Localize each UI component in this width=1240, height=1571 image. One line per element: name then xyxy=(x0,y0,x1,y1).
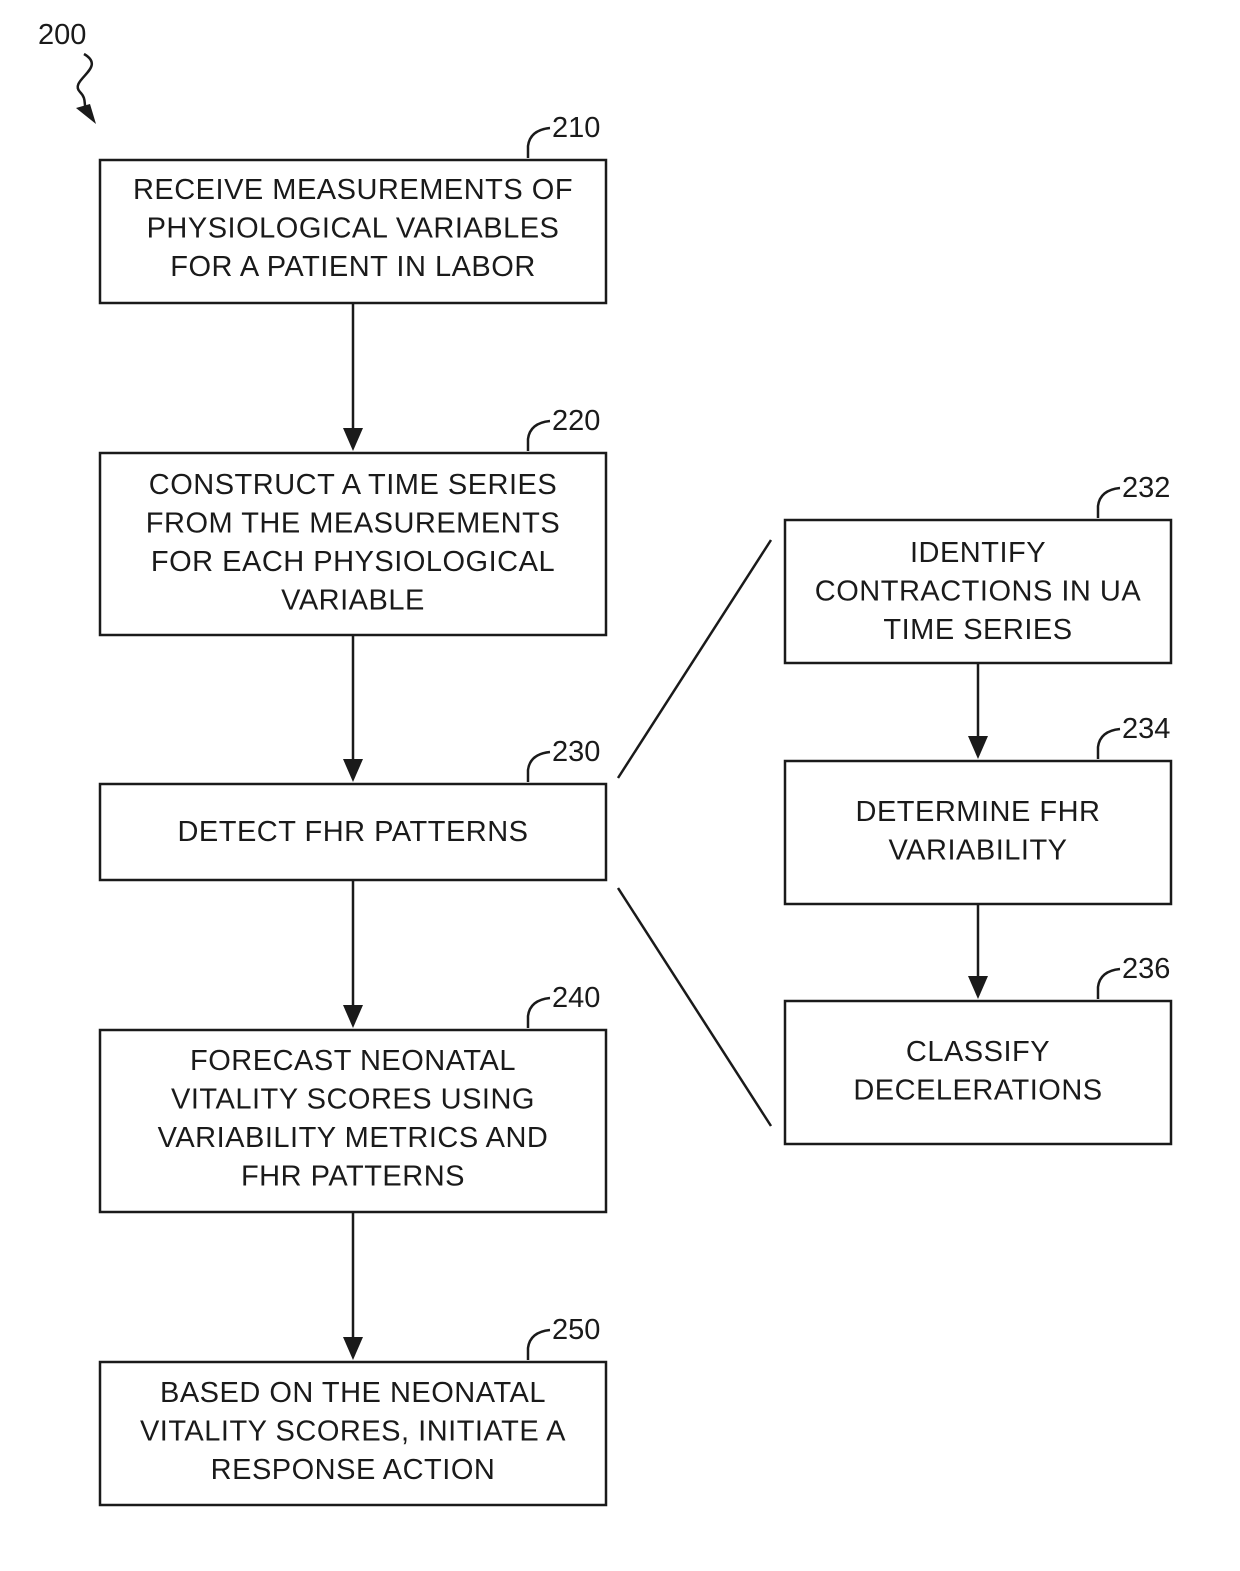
expansion-line-top xyxy=(618,540,771,778)
arrow-220-to-230 xyxy=(343,635,363,782)
box-text-line: BASED ON THE NEONATAL xyxy=(160,1377,546,1409)
step-box-240: FORECAST NEONATAL VITALITY SCORES USING VA… xyxy=(100,1030,606,1212)
ref-label-220: 220 xyxy=(552,405,600,437)
box-text-line: CLASSIFY xyxy=(906,1036,1050,1068)
step-box-236: CLASSIFY DECELERATIONS xyxy=(785,1001,1171,1144)
ref-label-210: 210 xyxy=(552,112,600,144)
ref-leader-220: 220 xyxy=(528,405,600,451)
step-box-250: BASED ON THE NEONATAL VITALITY SCORES, IN… xyxy=(100,1362,606,1505)
box-text-line: CONSTRUCT A TIME SERIES xyxy=(149,469,557,501)
box-text-line: VARIABILITY METRICS AND xyxy=(158,1122,549,1154)
box-text-line: FROM THE MEASUREMENTS xyxy=(146,508,560,540)
ref-leader-230: 230 xyxy=(528,736,600,782)
arrow-210-to-220 xyxy=(343,303,363,451)
step-box-210: RECEIVE MEASUREMENTS OF PHYSIOLOGICAL VAR… xyxy=(100,160,606,303)
box-text-line: IDENTIFY xyxy=(910,537,1046,569)
arrow-234-to-236 xyxy=(968,904,988,999)
ref-leader-236: 236 xyxy=(1098,953,1170,999)
step-box-230: DETECT FHR PATTERNS xyxy=(100,784,606,880)
arrow-230-to-240 xyxy=(343,880,363,1028)
box-text-line: VITALITY SCORES, INITIATE A xyxy=(140,1416,566,1448)
ref-label-230: 230 xyxy=(552,736,600,768)
box-text-line: TIME SERIES xyxy=(883,614,1072,646)
box-text-line: DETERMINE FHR xyxy=(856,796,1101,828)
step-box-210-text: RECEIVE MEASUREMENTS OF PHYSIOLOGICAL VAR… xyxy=(133,174,573,283)
step-box-220: CONSTRUCT A TIME SERIES FROM THE MEASUREM… xyxy=(100,453,606,635)
box-text-line: FOR EACH PHYSIOLOGICAL xyxy=(151,546,555,578)
ref-label-236: 236 xyxy=(1122,953,1170,985)
ref-label-250: 250 xyxy=(552,1314,600,1346)
box-text-line: VARIABLE xyxy=(281,585,425,617)
box-text-line: FHR PATTERNS xyxy=(241,1161,465,1193)
ref-label-232: 232 xyxy=(1122,472,1170,504)
arrow-232-to-234 xyxy=(968,663,988,759)
ref-label-240: 240 xyxy=(552,982,600,1014)
ref-leader-240: 240 xyxy=(528,982,600,1028)
ref-leader-234: 234 xyxy=(1098,713,1170,759)
step-box-232: IDENTIFY CONTRACTIONS IN UA TIME SERIES xyxy=(785,520,1171,663)
figure-ref-arrowhead xyxy=(76,104,96,124)
ref-leader-250: 250 xyxy=(528,1314,600,1360)
box-text-line: RECEIVE MEASUREMENTS OF xyxy=(133,174,573,206)
box-text-line: VITALITY SCORES USING xyxy=(171,1084,535,1116)
box-text-line: PHYSIOLOGICAL VARIABLES xyxy=(147,213,560,245)
box-text-line: DECELERATIONS xyxy=(853,1075,1102,1107)
ref-leader-210: 210 xyxy=(528,112,600,158)
figure-ref-squiggle xyxy=(78,54,92,112)
step-box-234: DETERMINE FHR VARIABILITY xyxy=(785,761,1171,904)
ref-leader-232: 232 xyxy=(1098,472,1170,518)
box-text-line: RESPONSE ACTION xyxy=(211,1454,496,1486)
box-text-line: FORECAST NEONATAL xyxy=(190,1045,516,1077)
figure-ref-label: 200 xyxy=(38,19,86,51)
expansion-line-bottom xyxy=(618,888,771,1126)
box-text-line: CONTRACTIONS IN UA xyxy=(815,576,1142,608)
box-text-line: FOR A PATIENT IN LABOR xyxy=(170,251,536,283)
box-text-line: DETECT FHR PATTERNS xyxy=(177,816,528,848)
step-box-230-text: DETECT FHR PATTERNS xyxy=(177,816,528,848)
box-text-line: VARIABILITY xyxy=(888,835,1067,867)
ref-label-234: 234 xyxy=(1122,713,1170,745)
arrow-240-to-250 xyxy=(343,1212,363,1360)
